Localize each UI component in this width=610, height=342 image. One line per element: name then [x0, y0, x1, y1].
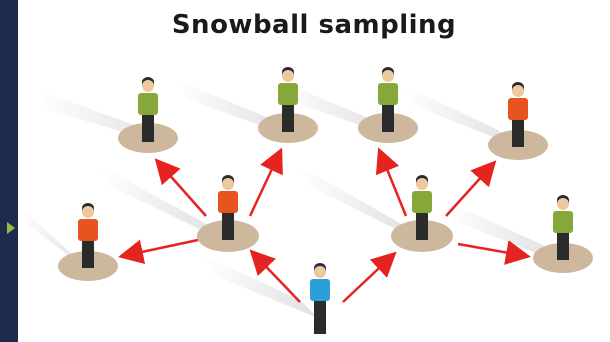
shadow-layer	[18, 80, 558, 318]
diagram-card: Snowball sampling	[18, 0, 610, 342]
person-icon	[78, 203, 98, 268]
arrow-icon	[249, 249, 301, 303]
person-icon	[138, 77, 158, 142]
left-nav-strip	[0, 0, 18, 342]
person-icon	[218, 175, 238, 240]
arrow-icon	[342, 251, 397, 303]
arrow-layer	[118, 147, 531, 303]
arrow-icon	[248, 147, 283, 217]
person-icon	[278, 67, 298, 132]
play-arrow-icon	[7, 222, 15, 234]
arrow-icon	[457, 240, 531, 265]
person-icon	[508, 82, 528, 147]
person-icon	[378, 67, 398, 132]
person-icon	[310, 263, 330, 334]
arrow-icon	[118, 238, 199, 265]
person-icon	[553, 195, 573, 260]
diagram-title: Snowball sampling	[171, 10, 457, 40]
person-icon	[412, 175, 432, 240]
arrow-icon	[375, 147, 408, 217]
arrow-icon	[445, 160, 497, 217]
arrow-icon	[154, 158, 207, 217]
snowball-diagram	[18, 67, 593, 334]
